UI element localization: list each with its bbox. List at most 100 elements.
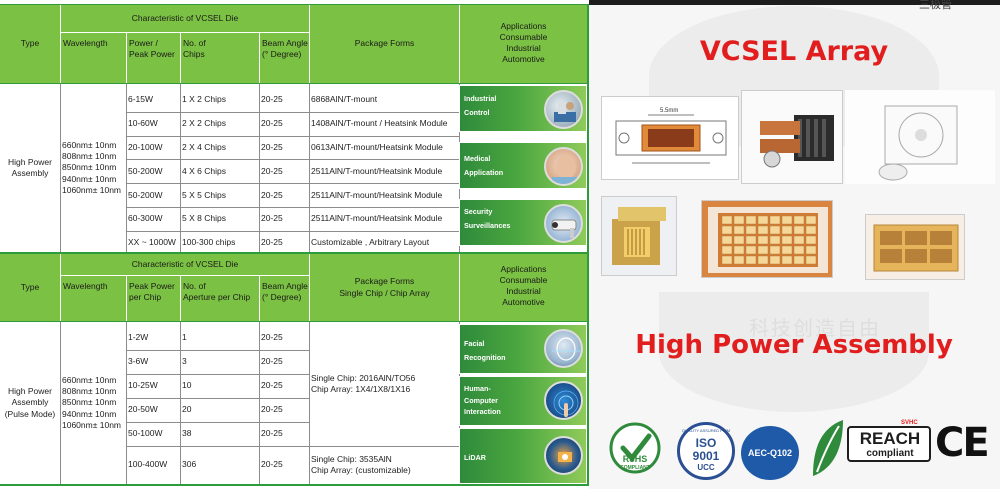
lidar-sensor-photo [544, 436, 583, 475]
top-chinese-label: 三极管 [919, 0, 952, 11]
medical-application-photo [544, 147, 583, 186]
reach-badge: SVHC REACH compliant [809, 416, 931, 482]
t1-power-cell: 6-15W [128, 94, 154, 105]
t1-package-cell: 2511AlN/T-mount/Heatsink Module [311, 213, 443, 224]
t1-package-cell: Customizable , Arbitrary Layout [311, 237, 430, 248]
t1-power-cell: 50-200W [128, 189, 163, 200]
rohs-badge: RoHS COMPLIANT [609, 420, 661, 480]
industrial-control-photo [544, 90, 583, 129]
chip-array-photo [701, 200, 833, 278]
t2-type-header: Type [0, 254, 60, 321]
t1-power-cell: 60-300W [128, 213, 163, 224]
high-power-assembly-title: High Power Assembly [635, 330, 953, 360]
fan-module-photo [845, 90, 995, 184]
t2-power-cell: 20-50W [128, 404, 158, 415]
t1-chips-cell: 2 X 4 Chips [182, 141, 226, 152]
watermark-text: 科技创造自由 [749, 318, 881, 340]
t2-apertures-cell: 3 [182, 356, 187, 367]
t1-chips-cell: 5 X 8 Chips [182, 213, 226, 224]
t2-power-cell: 3-6W [128, 356, 149, 367]
t2-beam-cell: 20-25 [261, 459, 283, 470]
t1-type-header: Type [0, 5, 60, 83]
leaf-icon [813, 420, 843, 476]
t2-apertures-cell: 306 [182, 459, 197, 470]
t1-chips-cell: 2 X 2 Chips [182, 118, 226, 129]
spec-tables: Type Characteristic of VCSEL Die Wavelen… [0, 4, 589, 486]
watermark-circle-bottom [659, 292, 929, 412]
t2-beam-cell: 20-25 [261, 428, 283, 439]
t1-package-cell: 1408AlN/T-mount / Heatsink Module [311, 118, 448, 129]
t2-apertures-cell: 20 [182, 404, 192, 415]
t2-beam-cell: 20-25 [261, 404, 283, 415]
t2-beam-cell: 20-25 [261, 356, 283, 367]
ce-mark: CE [935, 420, 990, 466]
iso-badge: QUALITY ASSURED FIRM ISO 9001 UCC [677, 422, 735, 480]
t1-package-cell: 0613AlN/T-mount/Heatsink Module [311, 141, 443, 152]
t1-col-applications: Applications Consumable Industrial Autom… [459, 5, 587, 83]
vcsel-array-title: VCSEL Array [699, 36, 889, 67]
aec-q102-badge: AEC-Q102 [741, 426, 799, 480]
gold-package-photo [601, 196, 677, 276]
svg-text:5.5mm: 5.5mm [660, 108, 678, 114]
t1-beam-cell: 20-25 [261, 213, 283, 224]
t1-power-cell: 50-200W [128, 165, 163, 176]
array-module-photo [865, 214, 965, 280]
t1-beam-cell: 20-25 [261, 94, 283, 105]
t2-col-applications: Applications Consumable Industrial Autom… [459, 254, 587, 321]
t1-beam-cell: 20-25 [261, 237, 283, 248]
t1-package-cell: 6868AlN/T-mount [311, 94, 378, 105]
t1-beam-cell: 20-25 [261, 165, 283, 176]
t2-power-cell: 1-2W [128, 332, 149, 343]
security-camera-photo [544, 204, 583, 243]
t2-col-beam: Beam Angle(° Degree) [259, 276, 309, 321]
vcsel-drawing-photo: 5.5mm [601, 96, 739, 180]
t2-col-wavelength: Wavelength [60, 276, 126, 321]
t2-beam-cell: 20-25 [261, 332, 283, 343]
t1-col-package: Package Forms [309, 5, 459, 83]
t1-beam-cell: 20-25 [261, 141, 283, 152]
t2-apertures-cell: 10 [182, 380, 192, 391]
t1-beam-cell: 20-25 [261, 189, 283, 200]
t1-chips-cell: 4 X 6 Chips [182, 165, 226, 176]
t1-package-cell: 2511AlN/T-mount/Heatsink Module [311, 189, 443, 200]
t1-col-wavelength: Wavelength [60, 33, 126, 83]
touch-hand-photo [544, 381, 583, 420]
t2-group-header: Characteristic of VCSEL Die [60, 254, 309, 276]
t2-apertures-cell: 1 [182, 332, 187, 343]
t1-chips-cell: 1 X 2 Chips [182, 94, 226, 105]
t1-power-cell: 20-100W [128, 141, 163, 152]
t1-power-cell: 10-60W [128, 118, 158, 129]
t2-power-cell: 100-400W [128, 459, 168, 470]
t2-beam-cell: 20-25 [261, 380, 283, 391]
t1-col-beam: Beam Angle(° Degree) [259, 33, 309, 83]
t1-chips-cell: 100-300 chips [182, 237, 236, 248]
t1-package-cell: 2511AlN/T-mount/Heatsink Module [311, 165, 443, 176]
t1-group-header: Characteristic of VCSEL Die [60, 5, 309, 33]
face-scan-photo [544, 329, 583, 368]
heatsink-module-photo [741, 90, 843, 184]
t2-apertures-cell: 38 [182, 428, 192, 439]
t2-power-cell: 50-100W [128, 428, 163, 439]
t2-power-cell: 10-25W [128, 380, 158, 391]
t1-col-power: Power /Peak Power [126, 33, 180, 83]
right-panel: 三极管 科技创造自由 VCSEL Array High Power Assemb… [589, 0, 1000, 489]
top-accent-bar [589, 0, 1000, 5]
t1-power-cell: XX ~ 1000W [128, 237, 176, 248]
t1-beam-cell: 20-25 [261, 118, 283, 129]
app-lidar: LiDAR [459, 428, 587, 484]
